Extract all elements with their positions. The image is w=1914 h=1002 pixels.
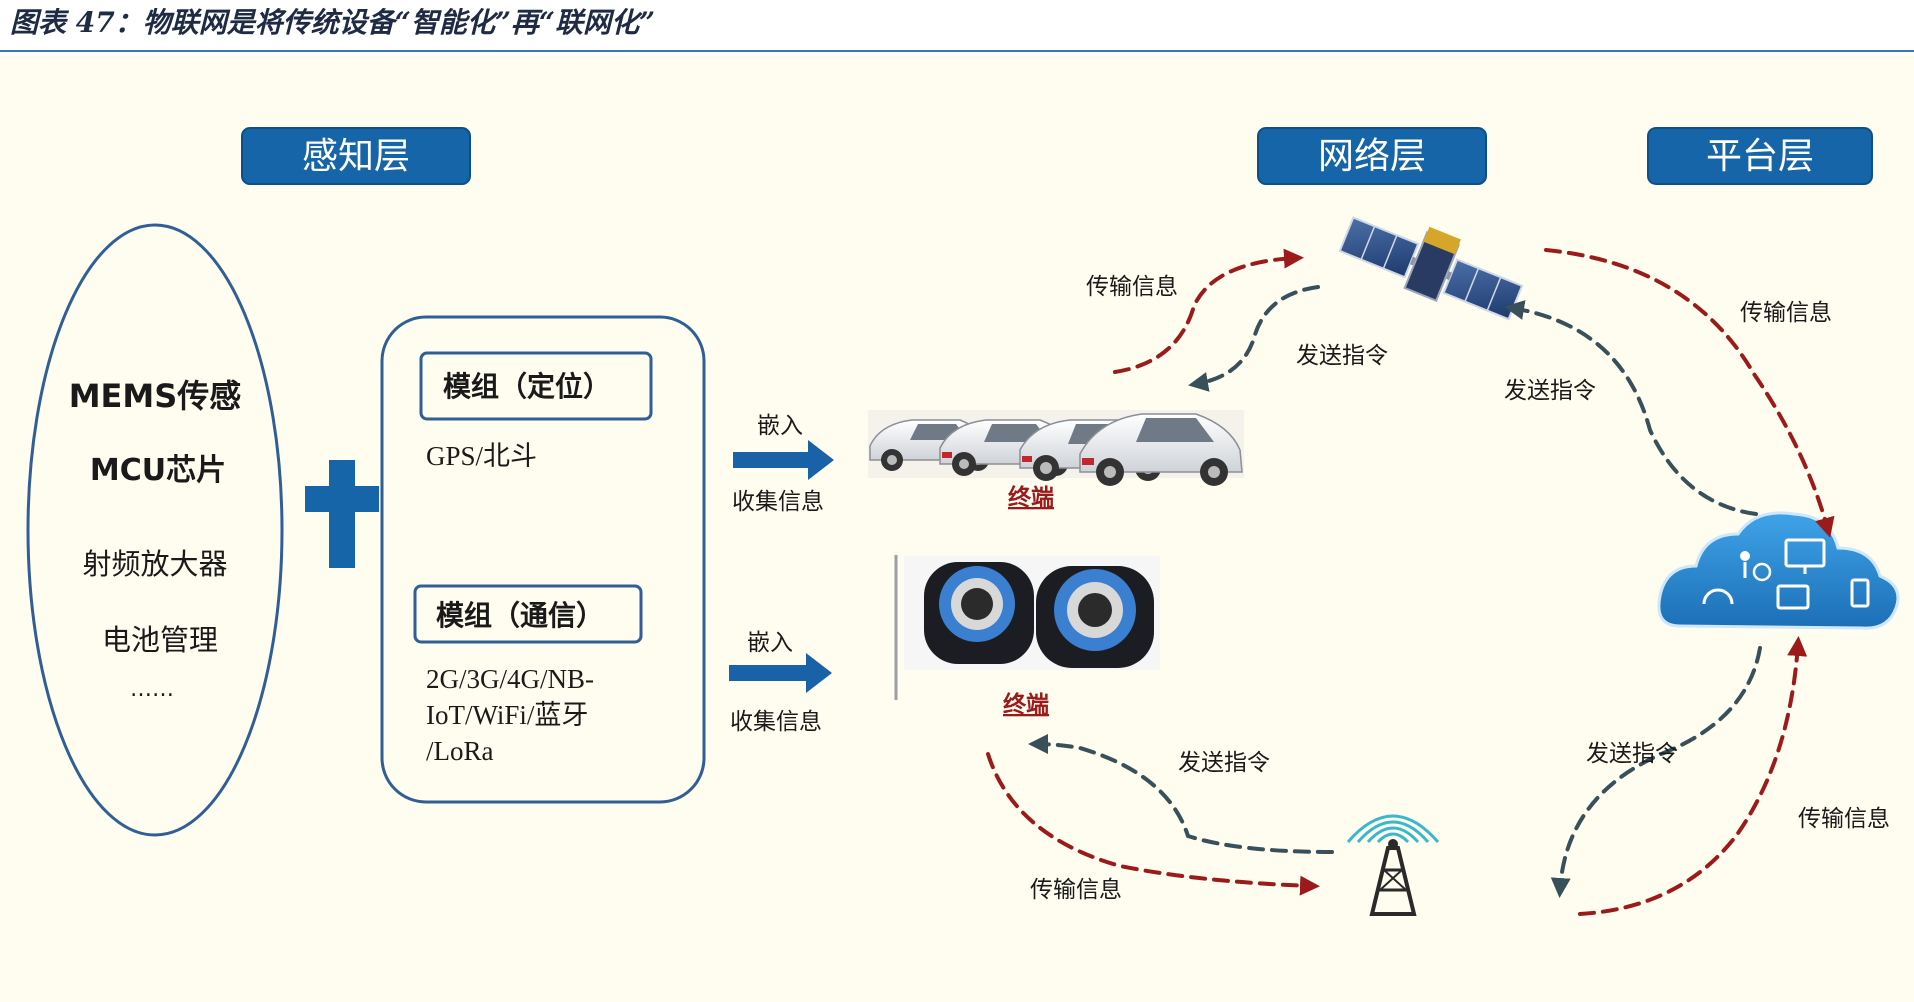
module-communication-desc-line: 2G/3G/4G/NB-	[426, 664, 594, 694]
flow-speakers-to-tower	[986, 752, 1320, 896]
cloud-platform-icon	[1657, 511, 1900, 630]
car-fleet-image	[868, 410, 1244, 486]
embed-arrow-vehicles	[733, 440, 834, 480]
flow-satellite-to-vehicles	[1188, 285, 1320, 392]
flow-label-transmit-satellite-right: 传输信息	[1740, 300, 1832, 326]
flow-cloud-to-satellite	[1504, 300, 1758, 516]
satellite-icon	[1338, 216, 1524, 321]
diagram-background	[0, 55, 1914, 1002]
embed-label-vehicles: 嵌入	[757, 413, 803, 439]
module-positioning-title: 模组（定位）	[443, 370, 611, 403]
modules-container	[380, 315, 706, 804]
layer-network-badge: 网络层	[1257, 127, 1487, 185]
module-communication-desc-line: /LoRa	[426, 736, 494, 766]
layer-network-label: 网络层	[1318, 136, 1426, 177]
sensing-more: ……	[130, 677, 174, 702]
module-positioning-desc: GPS/北斗	[426, 441, 537, 471]
flow-label-command-satellite-right: 发送指令	[1504, 378, 1596, 404]
cell-tower-icon	[1346, 814, 1440, 916]
flow-tower-to-cloud	[1578, 636, 1808, 916]
title-divider	[0, 50, 1914, 52]
flow-satellite-to-cloud	[1544, 248, 1835, 538]
sensing-rf-amplifier: 射频放大器	[82, 547, 227, 581]
terminal-label-vehicles: 终端	[1008, 484, 1054, 511]
collect-label-vehicles: 收集信息	[732, 489, 824, 515]
module-positioning-box: 模组（定位）	[419, 351, 653, 421]
flow-label-command-tower-left: 发送指令	[1178, 750, 1270, 776]
sensing-mems: MEMS传感	[69, 377, 242, 415]
figure-title: 图表 47：物联网是将传统设备“智能化”再“联网化”	[10, 6, 656, 39]
sensing-components-ellipse	[26, 223, 284, 837]
flow-label-command-tower-right: 发送指令	[1586, 741, 1678, 767]
layer-platform-label: 平台层	[1706, 136, 1814, 177]
flow-label-transmit-tower-left: 传输信息	[1030, 877, 1122, 903]
module-communication-box: 模组（通信）	[413, 584, 643, 644]
flow-tower-to-speakers	[1028, 734, 1334, 854]
embed-arrow-speakers	[729, 653, 832, 693]
flow-label-command-satellite-left: 发送指令	[1296, 343, 1388, 369]
flow-label-transmit-satellite-left: 传输信息	[1086, 274, 1178, 300]
layer-perception-badge: 感知层	[241, 127, 471, 185]
module-communication-desc-line: IoT/WiFi/蓝牙	[426, 700, 588, 730]
collect-label-speakers: 收集信息	[730, 709, 822, 735]
plus-icon	[305, 460, 379, 568]
sensing-battery-management: 电池管理	[102, 623, 218, 657]
flow-vehicles-to-satellite	[1113, 248, 1304, 374]
sensing-mcu: MCU芯片	[90, 453, 226, 488]
flow-label-transmit-tower-right: 传输信息	[1798, 806, 1890, 832]
module-communication-title: 模组（通信）	[436, 599, 604, 632]
layer-platform-badge: 平台层	[1647, 127, 1873, 185]
layer-perception-label: 感知层	[302, 136, 410, 177]
speakers-image	[904, 556, 1160, 670]
flow-cloud-to-tower	[1550, 646, 1762, 898]
terminal-label-speakers: 终端	[1003, 691, 1049, 718]
embed-label-speakers: 嵌入	[747, 630, 793, 656]
